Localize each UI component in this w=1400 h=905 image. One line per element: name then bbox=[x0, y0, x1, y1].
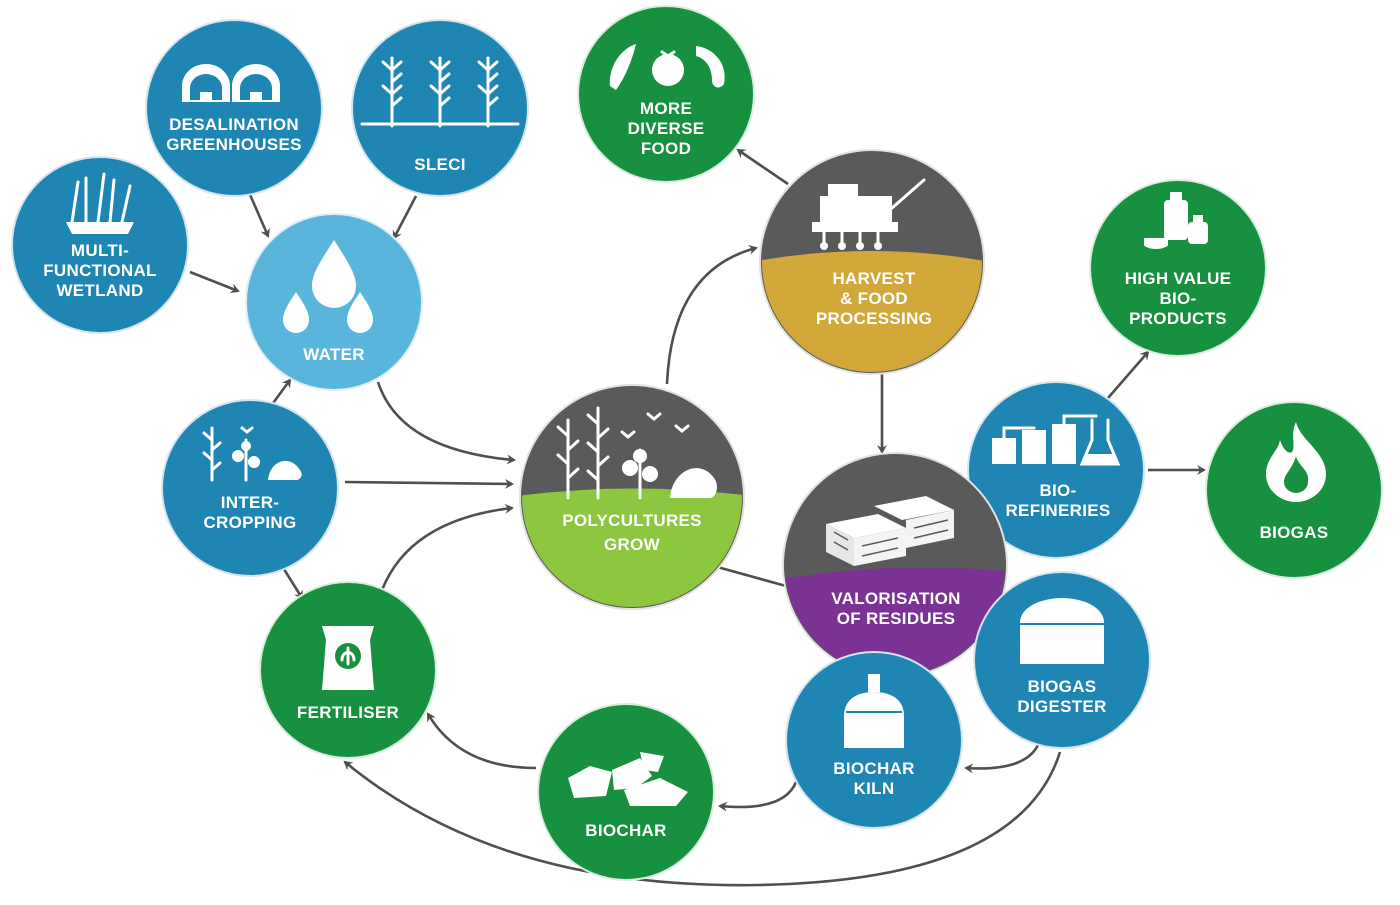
node-biochar-kiln: BIOCHAR KILN bbox=[785, 651, 963, 829]
kiln-label-1: BIOCHAR bbox=[833, 759, 914, 778]
kiln-icon bbox=[844, 674, 904, 748]
polycultures-label-1: POLYCULTURES bbox=[562, 511, 702, 530]
arrow-intercropping-to-polycultures bbox=[344, 478, 514, 489]
kiln-label-2: KILN bbox=[854, 779, 895, 798]
flame-icon bbox=[1266, 422, 1326, 502]
wetland-label-3: WETLAND bbox=[56, 281, 143, 300]
node-polycultures-grow: POLYCULTURES GROW bbox=[519, 384, 745, 610]
bioproducts-label-2: BIO- bbox=[1159, 289, 1196, 308]
arrow-sleci-to-water bbox=[392, 195, 418, 240]
arrow-digester-to-fertiliser bbox=[343, 751, 1062, 887]
intercrop-plants-icon bbox=[202, 426, 302, 482]
arrow-wetland-to-water bbox=[189, 270, 240, 294]
water-label: WATER bbox=[303, 345, 365, 364]
intercropping-label-1: INTER- bbox=[221, 493, 279, 512]
food-label-2: DIVERSE bbox=[628, 119, 705, 138]
polyculture-plants-icon bbox=[556, 406, 717, 500]
biogas-label: BIOGAS bbox=[1260, 523, 1329, 542]
digester-label-2: DIGESTER bbox=[1017, 697, 1106, 716]
wetland-label-2: FUNCTIONAL bbox=[43, 261, 156, 280]
food-label-1: MORE bbox=[640, 99, 692, 118]
wetland-icon bbox=[66, 172, 134, 234]
water-drops-icon bbox=[283, 240, 373, 333]
vegetables-icon bbox=[609, 44, 725, 90]
crop-plants-icon bbox=[360, 56, 520, 128]
node-biogas-digester: BIOGAS DIGESTER bbox=[973, 571, 1151, 749]
desalination-greenhouses-label-2: GREENHOUSES bbox=[166, 135, 302, 154]
harvest-label-2: & FOOD bbox=[840, 289, 908, 308]
bottles-icon bbox=[1144, 192, 1208, 249]
bioproducts-label-1: HIGH VALUE bbox=[1125, 269, 1232, 288]
arrow-valorisation-to-polycultures bbox=[708, 562, 787, 588]
bales-icon bbox=[826, 496, 954, 566]
sleci-label: SLECI bbox=[414, 155, 466, 174]
arrow-greenhouses-to-water bbox=[246, 189, 270, 238]
digester-dome-icon bbox=[1020, 598, 1104, 664]
polycultures-label-2: GROW bbox=[604, 535, 661, 554]
arrow-water-to-polycultures bbox=[376, 381, 516, 465]
fertiliser-bag-icon bbox=[322, 626, 374, 690]
arrow-kiln-to-biochar bbox=[718, 781, 798, 812]
arrow-biorefineries-to-bioproducts bbox=[1107, 350, 1150, 399]
node-multifunctional-wetland: MULTI- FUNCTIONAL WETLAND bbox=[11, 156, 189, 334]
arrow-biochar-to-fertiliser bbox=[426, 712, 537, 770]
arrow-fertiliser-to-polycultures bbox=[380, 503, 514, 591]
node-biogas: BIOGAS bbox=[1205, 401, 1383, 579]
connector-arrows bbox=[189, 148, 1206, 887]
arrow-harvest-to-food bbox=[736, 148, 789, 186]
node-biochar: BIOCHAR bbox=[537, 703, 715, 881]
node-harvest-food-processing: HARVEST & FOOD PROCESSING bbox=[759, 149, 985, 375]
food-label-3: FOOD bbox=[641, 139, 691, 158]
valorisation-label-2: OF RESIDUES bbox=[837, 609, 956, 628]
charcoal-icon bbox=[568, 752, 688, 806]
arrow-intercropping-to-fertiliser bbox=[280, 565, 304, 600]
node-more-diverse-food: MORE DIVERSE FOOD bbox=[577, 5, 755, 183]
biorefineries-label-1: BIO- bbox=[1039, 481, 1076, 500]
node-fertiliser: FERTILISER bbox=[259, 581, 437, 759]
bioproducts-label-3: PRODUCTS bbox=[1129, 309, 1227, 328]
node-water: WATER bbox=[245, 213, 423, 391]
node-desalination-greenhouses: DESALINATION GREENHOUSES bbox=[145, 19, 323, 197]
biorefineries-label-2: REFINERIES bbox=[1005, 501, 1110, 520]
node-high-value-bioproducts: HIGH VALUE BIO- PRODUCTS bbox=[1089, 179, 1267, 357]
biochar-label: BIOCHAR bbox=[585, 821, 666, 840]
node-biorefineries: BIO- REFINERIES bbox=[967, 381, 1145, 559]
node-intercropping: INTER- CROPPING bbox=[161, 399, 339, 577]
arrow-polycultures-to-harvest bbox=[665, 244, 758, 385]
harvest-label-1: HARVEST bbox=[832, 269, 915, 288]
wetland-label-1: MULTI- bbox=[71, 241, 129, 260]
harvest-label-3: PROCESSING bbox=[816, 309, 932, 328]
digester-label-1: BIOGAS bbox=[1028, 677, 1097, 696]
intercropping-label-2: CROPPING bbox=[203, 513, 296, 532]
refinery-tanks-icon bbox=[992, 414, 1121, 466]
node-sleci: SLECI bbox=[351, 19, 529, 197]
valorisation-label-1: VALORISATION bbox=[831, 589, 961, 608]
greenhouse-icon bbox=[182, 64, 280, 102]
fertiliser-label: FERTILISER bbox=[297, 703, 399, 722]
arrow-digester-to-kiln bbox=[964, 739, 1042, 774]
desalination-greenhouses-label-1: DESALINATION bbox=[169, 115, 299, 134]
harvester-icon bbox=[812, 178, 926, 250]
